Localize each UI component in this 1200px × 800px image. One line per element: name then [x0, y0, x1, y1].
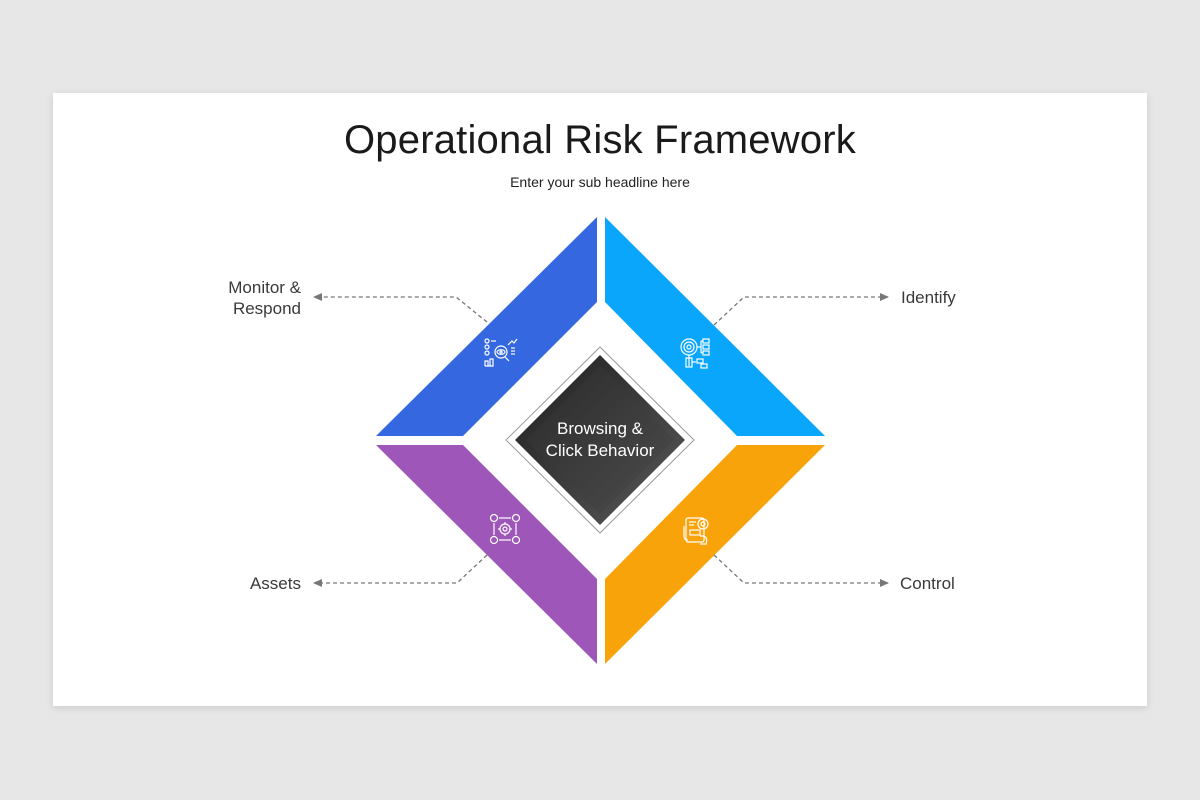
center-label-line1: Browsing &: [557, 419, 643, 438]
segment-identify[interactable]: [605, 217, 825, 436]
eye-analytics-icon: [484, 338, 518, 367]
label-assets: Assets: [249, 574, 301, 593]
label-monitor-respond-line2: Respond: [232, 299, 301, 318]
segment-control[interactable]: [605, 445, 825, 664]
segment-assets[interactable]: [376, 445, 597, 664]
center-label-line2: Click Behavior: [545, 441, 655, 460]
center-label: Browsing & Click Behavior: [500, 418, 700, 462]
touch-control-panel-icon: [683, 517, 709, 545]
connector-assets: [313, 554, 488, 587]
label-monitor-respond-line1: Monitor &: [228, 278, 301, 297]
center-diamond-outline: [505, 346, 695, 534]
target-hierarchy-icon: [680, 338, 710, 369]
connector-monitor-respond: [313, 293, 488, 323]
page-subtitle: Enter your sub headline here: [510, 174, 690, 190]
connector-identify: [713, 293, 889, 326]
label-monitor-respond: Monitor & Respond: [180, 277, 301, 319]
label-identify: Identify: [901, 288, 956, 307]
segment-monitor-respond[interactable]: [376, 217, 597, 436]
gear-currency-icon: [489, 513, 521, 545]
connector-control: [713, 554, 889, 587]
label-control: Control: [900, 574, 955, 593]
page-title: Operational Risk Framework: [343, 118, 857, 162]
center-diamond-inner: [526, 366, 674, 514]
